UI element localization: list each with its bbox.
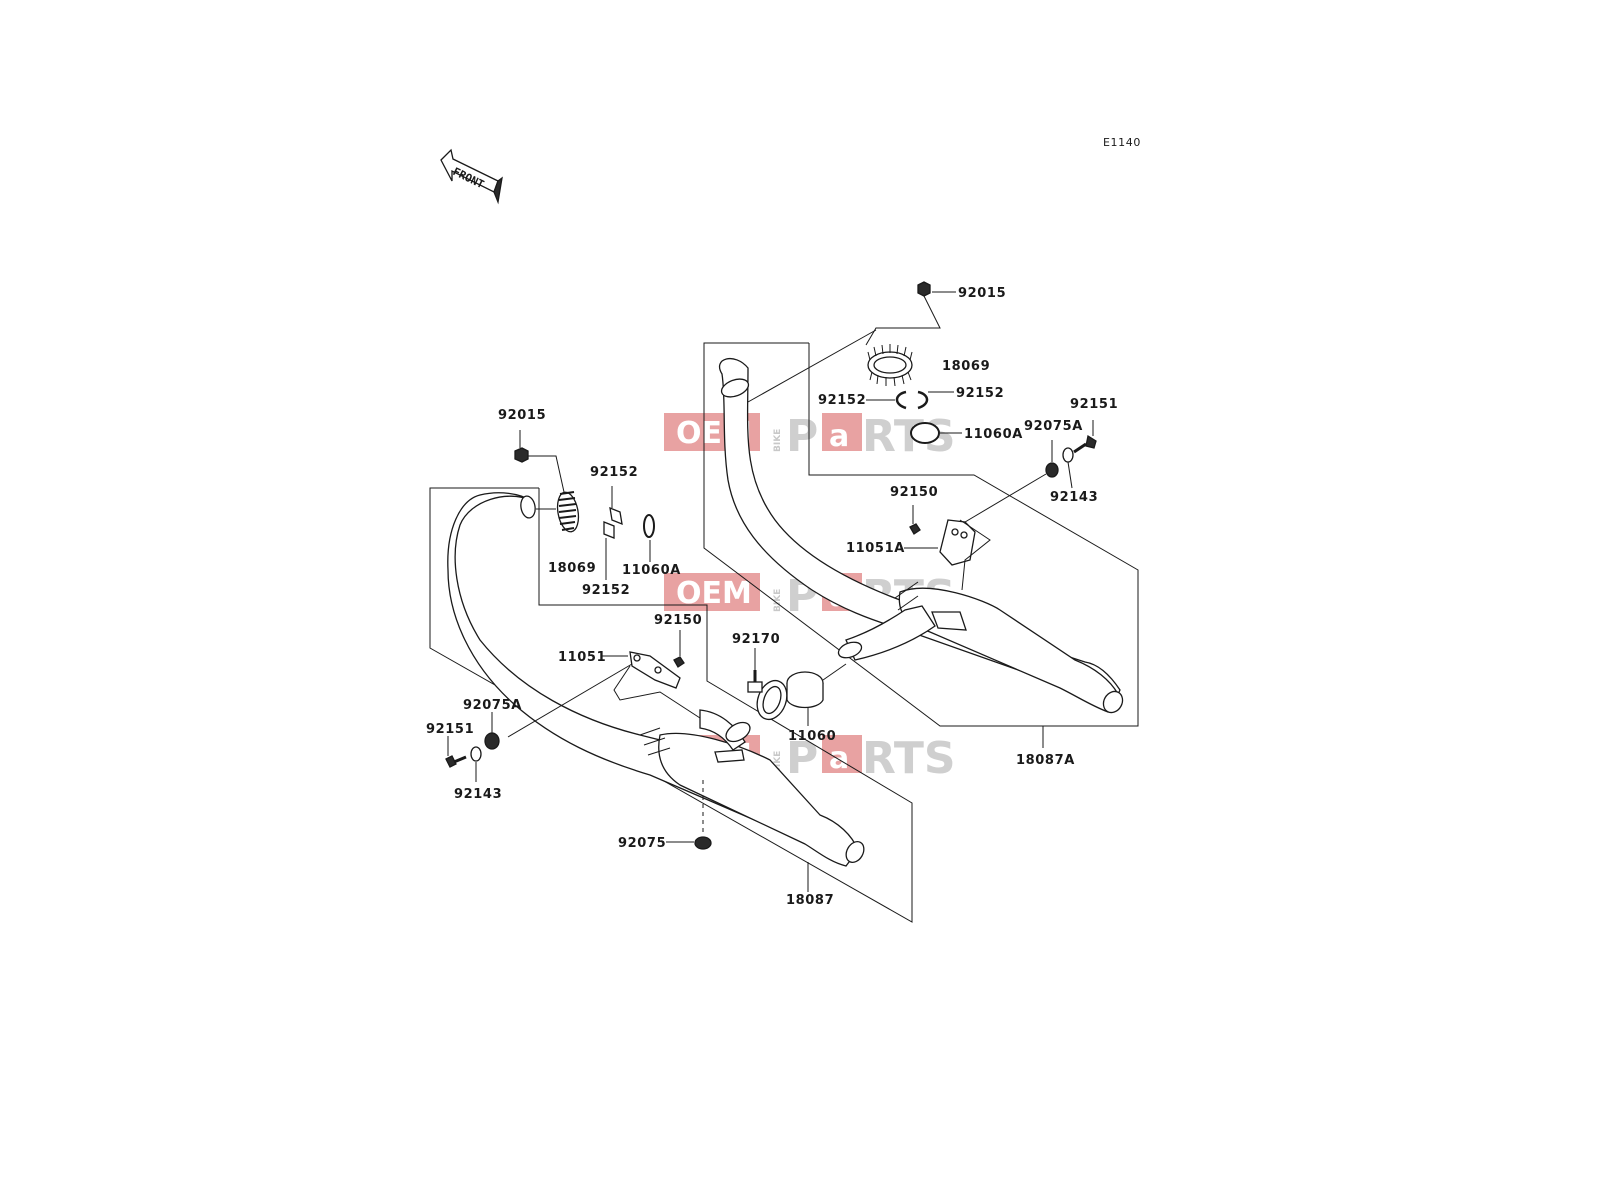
washer-92143-left (470, 746, 482, 762)
watermark-oem: OEM (676, 576, 752, 611)
callout-92143-right: 92143 (1050, 490, 1098, 505)
callout-11051A-right: 11051A (846, 541, 905, 556)
callout-92075: 92075 (618, 836, 666, 851)
clamp-92170 (747, 670, 788, 721)
callout-92151-left: 92151 (426, 722, 474, 737)
nut-92015-left (514, 447, 529, 463)
gasket-11060A-right (910, 422, 940, 444)
grommet-92075A-left (484, 732, 500, 750)
bolt-92151-left (445, 755, 467, 768)
split-ring-92152-left-b (603, 521, 615, 539)
callout-11060-center: 11060 (788, 729, 836, 744)
callout-92150-right: 92150 (890, 485, 938, 500)
watermark-p: P (786, 733, 818, 784)
split-ring-92152-left-a (609, 506, 623, 526)
callout-92152-right-a: 92152 (818, 393, 866, 408)
watermark-a: a (829, 419, 849, 454)
leader-92015-left-right (528, 455, 565, 493)
leader-92143-right (1067, 461, 1073, 489)
gasket-11060-center (786, 671, 824, 709)
callout-92170: 92170 (732, 632, 780, 647)
left-exhaust-pipe-18087 (447, 492, 865, 867)
callout-11060A-right: 11060A (964, 427, 1023, 442)
callout-92152-left-a: 92152 (590, 465, 638, 480)
gasket-11060A-left (643, 514, 655, 538)
callout-bracket-18087 (429, 487, 913, 923)
callout-92075A-right: 92075A (1024, 419, 1083, 434)
watermark-bike: BIKE (773, 751, 783, 774)
leader-11051A-bracket (959, 519, 991, 591)
gasket-ring-18069-right (867, 344, 913, 387)
washer-92143-right (1062, 447, 1074, 463)
bolt-92150-left (673, 656, 685, 668)
bracket-11051A-right (939, 519, 976, 566)
right-exhaust-pipe-18087A (719, 358, 1124, 714)
callout-11060A-left: 11060A (622, 563, 681, 578)
callout-92015-left: 92015 (498, 408, 546, 423)
callout-92151-right: 92151 (1070, 397, 1118, 412)
callout-18069-left: 18069 (548, 561, 596, 576)
watermark-rts: RTS (862, 733, 956, 784)
split-ring-92152-right-a (895, 390, 907, 410)
watermark-bike: BIKE (773, 589, 783, 612)
watermark-p: P (786, 411, 818, 462)
watermark-bike: BIKE (773, 429, 783, 452)
watermark-a: a (829, 741, 849, 776)
callout-bracket-18087A (703, 342, 1139, 727)
callout-92152-right-b: 92152 (956, 386, 1004, 401)
grommet-92075A-right (1045, 462, 1059, 478)
leader-11060-pipe (822, 663, 847, 681)
watermark-red-a-box (822, 735, 862, 773)
callout-92075A-left: 92075A (463, 698, 522, 713)
callout-92152-left-b: 92152 (582, 583, 630, 598)
leader-92015-right-down (865, 295, 941, 346)
callout-18069-right: 18069 (942, 359, 990, 374)
bolt-92150-right (909, 523, 921, 535)
callout-92150-left: 92150 (654, 613, 702, 628)
leader-92075A-right-diag (959, 473, 1047, 526)
leader-92075A-left-diag (507, 663, 633, 738)
callout-18087: 18087 (786, 893, 834, 908)
watermark-rts: RTS (862, 411, 956, 462)
bracket-11051-left (629, 651, 681, 689)
bolt-92151-right (1073, 434, 1097, 454)
grommet-92075 (694, 836, 712, 850)
callout-11051-left: 11051 (558, 650, 606, 665)
leader-pipe-right (747, 329, 877, 403)
gasket-ring-18069-left (556, 491, 580, 533)
front-arrow-icon: FRONT (440, 148, 503, 205)
split-ring-92152-right-b (917, 390, 929, 410)
nut-92015-right (917, 281, 931, 297)
callout-92143-left: 92143 (454, 787, 502, 802)
callout-18087A: 18087A (1016, 753, 1075, 768)
callout-92015-right: 92015 (958, 286, 1006, 301)
leader-11051-bracket (613, 665, 701, 719)
watermark-red-a-box (822, 413, 862, 451)
diagram-code: E1140 (1103, 136, 1141, 149)
